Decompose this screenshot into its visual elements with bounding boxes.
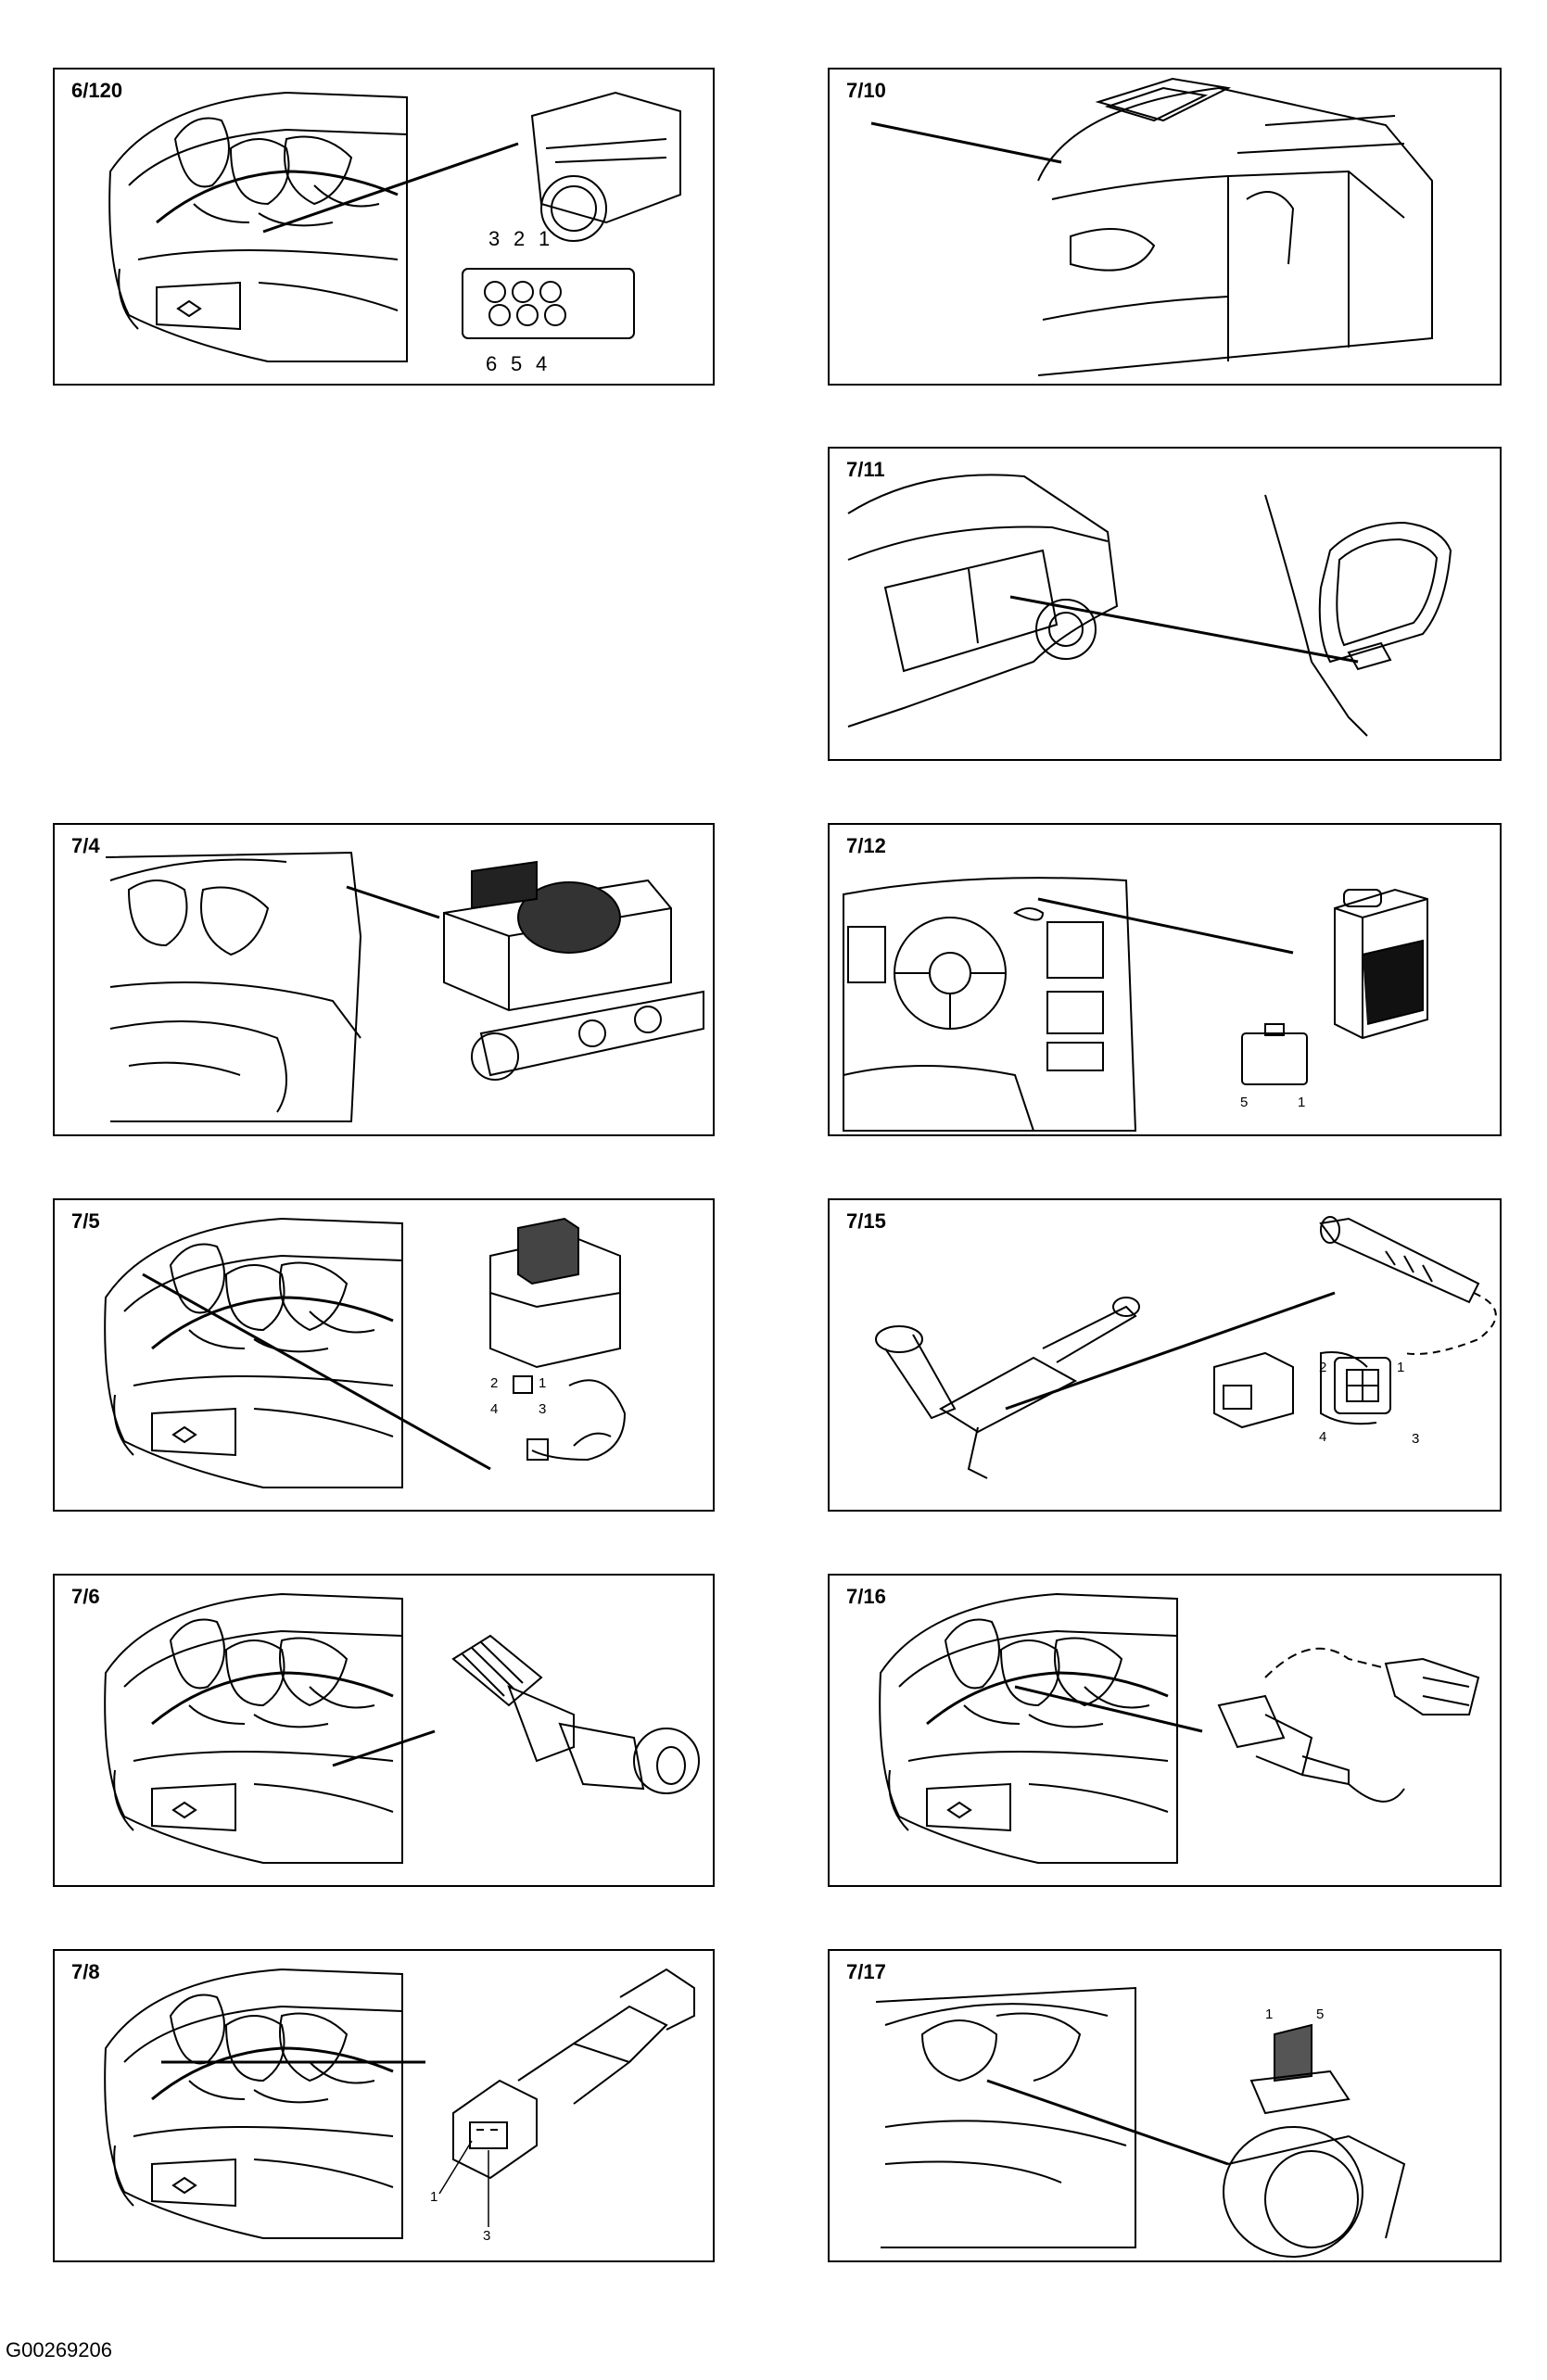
panel-label: 7/8 (71, 1960, 100, 1983)
pin-label: 3 (539, 1401, 546, 1417)
panel-label: 7/11 (846, 458, 885, 481)
ecu-illustration (489, 1217, 621, 1369)
engine-bay-illustration (103, 1592, 700, 1865)
panel-label: 7/17 (846, 1960, 886, 1983)
engine-bay-illustration: 2 1 4 3 (103, 1217, 627, 1489)
pin-label: 3 (1412, 1431, 1419, 1447)
temperature-sensor (1217, 1647, 1480, 1803)
panel-label: 7/15 (846, 1209, 886, 1233)
connector-4-pin (1213, 1351, 1391, 1429)
panel-label: 7/16 (846, 1585, 886, 1608)
pin-label: 6 (486, 352, 497, 375)
panel-6-120: 6/120 3 2 1 6 5 4 (53, 68, 715, 386)
panel-7-15: 7/15 2 1 4 3 (828, 1198, 1502, 1512)
engine-bay-illustration: 3 2 1 6 5 4 (108, 91, 681, 375)
pin-label: 5 (1240, 1095, 1248, 1110)
oil-pressure-switch (451, 1634, 700, 1794)
panel-label: 6/120 (71, 79, 123, 102)
air-mass-meter (1223, 2023, 1406, 2258)
pin-label: 4 (536, 352, 547, 375)
panel-7-16: 7/16 (828, 1574, 1502, 1887)
panel-7-4: 7/4 (53, 823, 715, 1136)
reservoir (443, 860, 704, 1081)
panel-label: 7/12 (846, 834, 886, 857)
catalytic-converter (875, 1297, 1140, 1479)
panel-label: 7/6 (71, 1585, 100, 1608)
connector-5-pin (1241, 1023, 1308, 1085)
pin-label: 3 (488, 227, 500, 250)
oxygen-sensor-illustration: 2 1 4 3 (875, 1216, 1497, 1479)
figure-id: G00269206 (6, 2338, 112, 2361)
engine-bay-illustration (878, 1592, 1480, 1865)
switch (1334, 888, 1428, 1040)
sensor (1319, 1216, 1497, 1355)
connector-6-pin (462, 268, 635, 339)
dashboard-switch-illustration: 5 1 (843, 877, 1428, 1132)
door-mirror-illustration (847, 474, 1452, 737)
pin-label: 2 (490, 1375, 498, 1391)
pin-label: 1 (1397, 1360, 1404, 1375)
panel-7-17: 7/17 1 5 (828, 1949, 1502, 2262)
panel-label: 7/10 (846, 79, 886, 102)
connector-4-pin (513, 1375, 627, 1462)
pin-label: 1 (430, 2189, 437, 2205)
pin-label: 4 (490, 1401, 498, 1417)
air-mass-meter-illustration: 1 5 (875, 1986, 1406, 2258)
pin-label: 1 (1298, 1095, 1305, 1110)
pin-label: 5 (511, 352, 522, 375)
pin-label: 1 (1265, 2007, 1273, 2022)
pin-label: 2 (1319, 1360, 1326, 1375)
panel-7-11: 7/11 (828, 447, 1502, 761)
panel-label: 7/4 (71, 834, 100, 857)
pin-label: 4 (1319, 1429, 1326, 1445)
throttle-body-illustration (530, 91, 681, 242)
pin-label: 2 (514, 227, 525, 250)
pressure-switch (452, 1968, 695, 2180)
pin-label: 3 (483, 2228, 490, 2244)
engine-bay-illustration: 1 3 (103, 1968, 695, 2244)
panel-7-8: 7/8 1 3 (53, 1949, 715, 2262)
pin-label: 5 (1316, 2007, 1324, 2022)
panel-7-6: 7/6 (53, 1574, 715, 1887)
brake-reservoir-illustration (105, 851, 704, 1122)
car-interior-illustration (870, 77, 1433, 376)
panel-7-5: 7/5 2 1 4 3 (53, 1198, 715, 1512)
panel-7-10: 7/10 (828, 68, 1502, 386)
panel-label: 7/5 (71, 1209, 100, 1233)
pin-label: 1 (539, 1375, 546, 1391)
pin-label: 1 (539, 227, 550, 250)
panel-7-12: 7/12 5 1 (828, 823, 1502, 1136)
